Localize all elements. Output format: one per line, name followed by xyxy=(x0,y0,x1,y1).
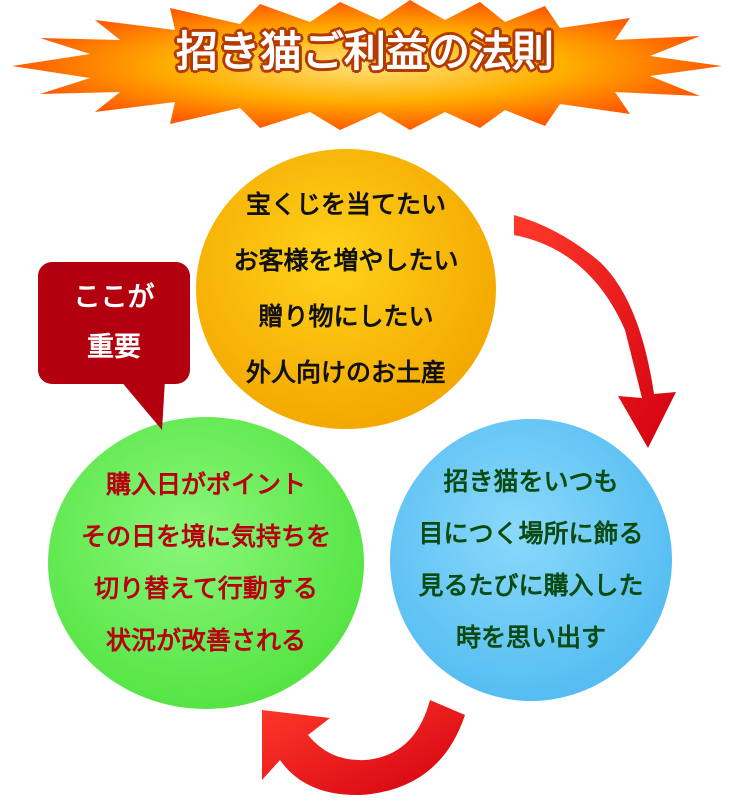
circle-right-line-1: 招き猫をいつも xyxy=(443,467,619,496)
circle-top-line-4: 外人向けのお土産 xyxy=(245,358,446,387)
circle-top-text: 宝くじを当てたい お客様を増やしたい 贈り物にしたい 外人向けのお土産 xyxy=(196,150,496,428)
circle-left-text: 購入日がポイント その日を境に気持ちを 切り替えて行動する 状況が改善される xyxy=(48,418,364,708)
arrow-right-to-left xyxy=(262,700,465,796)
circle-top-line-3: 贈り物にしたい xyxy=(258,302,434,331)
circle-top-line-2: お客様を増やしたい xyxy=(233,246,459,275)
circle-left-shape xyxy=(48,417,364,709)
circle-left-line-3: 切り替えて行動する xyxy=(94,574,318,603)
circle-left-line-2: その日を境に気持ちを xyxy=(80,522,331,551)
title-burst xyxy=(12,0,722,130)
callout-line-2: 重要 xyxy=(87,332,141,363)
circle-right-line-4: 時を思い出す xyxy=(455,623,606,652)
callout-line-1: ここが xyxy=(73,282,155,313)
callout-text: ここが 重要 xyxy=(38,262,190,384)
circle-top-shape xyxy=(196,149,496,429)
circle-right-text: 招き猫をいつも 目につく場所に飾る 見るたびに購入した 時を思い出す xyxy=(390,420,672,700)
circle-right-shape xyxy=(390,419,672,701)
circle-right-line-2: 目につく場所に飾る xyxy=(418,519,644,548)
callout-bubble xyxy=(38,262,190,430)
diagram-title: 招き猫ご利益の法則 xyxy=(175,27,554,76)
circle-left-line-4: 状況が改善される xyxy=(105,626,306,655)
circle-left-line-1: 購入日がポイント xyxy=(105,470,306,499)
circle-right-line-3: 見るたびに購入した xyxy=(418,571,644,600)
circle-top-line-1: 宝くじを当てたい xyxy=(245,190,446,219)
arrow-top-to-right xyxy=(514,215,676,448)
